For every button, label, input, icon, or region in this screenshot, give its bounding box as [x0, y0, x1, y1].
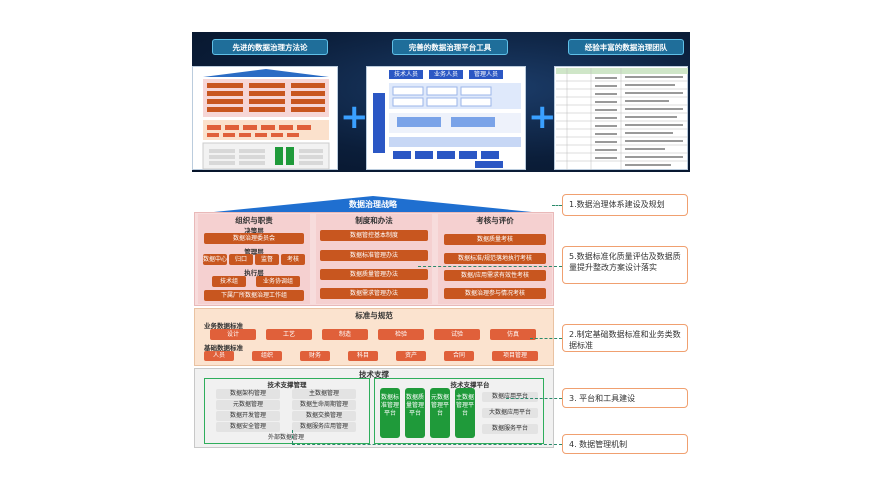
base-std-item: 人员 — [204, 351, 234, 361]
base-std-item: 财务 — [300, 351, 330, 361]
standards-title: 标准与规范 — [355, 311, 393, 320]
assess-item: 数据质量考核 — [444, 234, 546, 245]
base-std-label: 基础数据标准 — [204, 344, 243, 352]
connector-4-vertical — [292, 430, 293, 444]
connector-5 — [418, 266, 562, 267]
tech-mgmt-external: 外部数据管理 — [267, 434, 304, 441]
banner-title-platform: 完善的数据治理平台工具 — [392, 39, 508, 55]
exec-item: 技术组 — [212, 276, 246, 287]
methodology-thumbnail-graphic — [202, 69, 330, 170]
platform-standard: 数据标准管理平台 — [380, 388, 400, 438]
business-std-label: 业务数据标准 — [204, 322, 243, 330]
tech-mgmt-box — [204, 378, 370, 444]
connector-3 — [506, 398, 562, 399]
callout-2: 2.制定基础数据标准和业务类数据标准 — [562, 324, 688, 352]
callout-4: 4. 数据管理机制 — [562, 434, 688, 454]
banner-title-methodology: 先进的数据治理方法论 — [212, 39, 328, 55]
tech-mgmt-item: 数据架构管理 — [216, 389, 280, 399]
connector-4 — [292, 444, 562, 445]
tech-mgmt-item: 数据交换管理 — [292, 411, 356, 421]
assess-item: 数据标准/规范落地执行考核 — [444, 253, 546, 264]
tech-mgmt-item: 数据开发管理 — [216, 411, 280, 421]
plus-icon: + — [528, 97, 557, 137]
exec-item: 业务协调组 — [256, 276, 300, 287]
role-technical: 技术人员 — [389, 70, 423, 79]
assess-title: 考核与评价 — [476, 216, 514, 225]
platform-thumbnail-graphic — [373, 83, 521, 168]
tech-platform-box — [374, 378, 544, 444]
exec-workgroup: 下属厂所数据治理工作组 — [204, 290, 304, 301]
strategy-title: 数据治理战略 — [349, 200, 397, 209]
base-std-item: 合同 — [444, 351, 474, 361]
policy-item: 数据质量管理办法 — [320, 269, 428, 280]
decision-label: 决策层 — [244, 227, 264, 235]
org-title: 组织与职责 — [235, 216, 273, 225]
platform-metadata: 元数据管理平台 — [430, 388, 450, 438]
tech-mgmt-item: 主数据管理 — [292, 389, 356, 399]
callout-5: 5.数据标准化质量评估及数据质量提升整改方案设计落实 — [562, 246, 688, 284]
tech-mgmt-item: 元数据管理 — [216, 400, 280, 410]
business-std-item: 设计 — [210, 329, 256, 340]
assess-item: 数据治理参与情况考核 — [444, 288, 546, 299]
exec-label: 执行层 — [244, 269, 264, 277]
platform-thumbnail: 技术人员 业务人员 管理人员 — [366, 66, 526, 170]
business-std-item: 工艺 — [266, 329, 312, 340]
policy-title: 制度和办法 — [355, 216, 393, 225]
tech-mgmt-item: 数据安全管理 — [216, 422, 280, 432]
platform-master-data: 主数据管理平台 — [455, 388, 475, 438]
tech-mgmt-title: 技术支撑管理 — [267, 381, 307, 389]
app-platform: 大数据应用平台 — [482, 408, 538, 418]
tech-platform-title: 技术支撑平台 — [450, 381, 490, 389]
banner-title-team: 经验丰富的数据治理团队 — [568, 39, 684, 55]
assess-item: 数据/应用需求有效性考核 — [444, 270, 546, 281]
mgmt-item: 归口 — [229, 254, 253, 265]
callout-1: 1.数据治理体系建设及规划 — [562, 194, 688, 216]
callout-3: 3. 平台和工具建设 — [562, 388, 688, 408]
connector-2 — [530, 338, 562, 339]
plus-icon: + — [340, 97, 369, 137]
team-table-graphic — [556, 68, 688, 170]
role-business: 业务人员 — [429, 70, 463, 79]
business-std-item: 检验 — [378, 329, 424, 340]
mgmt-item: 监督 — [255, 254, 279, 265]
mgmt-item: 数据中心 — [203, 254, 228, 265]
mgmt-item: 考核 — [281, 254, 305, 265]
policy-item: 数据需求管理办法 — [320, 288, 428, 299]
connector-1 — [552, 205, 562, 206]
tech-title: 技术支撑 — [359, 370, 389, 379]
tech-mgmt-item: 数据生命周期管理 — [292, 400, 356, 410]
policy-item: 数据标准管理办法 — [320, 250, 428, 261]
role-management: 管理人员 — [469, 70, 503, 79]
base-std-item: 项目管理 — [492, 351, 538, 361]
decision-committee: 数据治理委员会 — [204, 233, 304, 244]
strategy-roof — [194, 196, 552, 214]
platform-quality: 数据质量管理平台 — [405, 388, 425, 438]
business-std-item: 制造 — [322, 329, 368, 340]
app-platform: 数据应用平台 — [482, 392, 538, 402]
base-std-item: 科目 — [348, 351, 378, 361]
tech-mgmt-item: 数据服务应用管理 — [292, 422, 356, 432]
methodology-thumbnail — [192, 66, 338, 170]
business-std-item: 试验 — [434, 329, 480, 340]
team-thumbnail — [554, 66, 688, 170]
policy-item: 数据管控基本制度 — [320, 230, 428, 241]
app-platform: 数据服务平台 — [482, 424, 538, 434]
base-std-item: 组织 — [252, 351, 282, 361]
business-std-item: 仿真 — [490, 329, 536, 340]
base-std-item: 资产 — [396, 351, 426, 361]
mgmt-label: 管理层 — [244, 248, 264, 256]
methodology-banner: 先进的数据治理方法论 完善的数据治理平台工具 经验丰富的数据治理团队 — [192, 32, 690, 172]
